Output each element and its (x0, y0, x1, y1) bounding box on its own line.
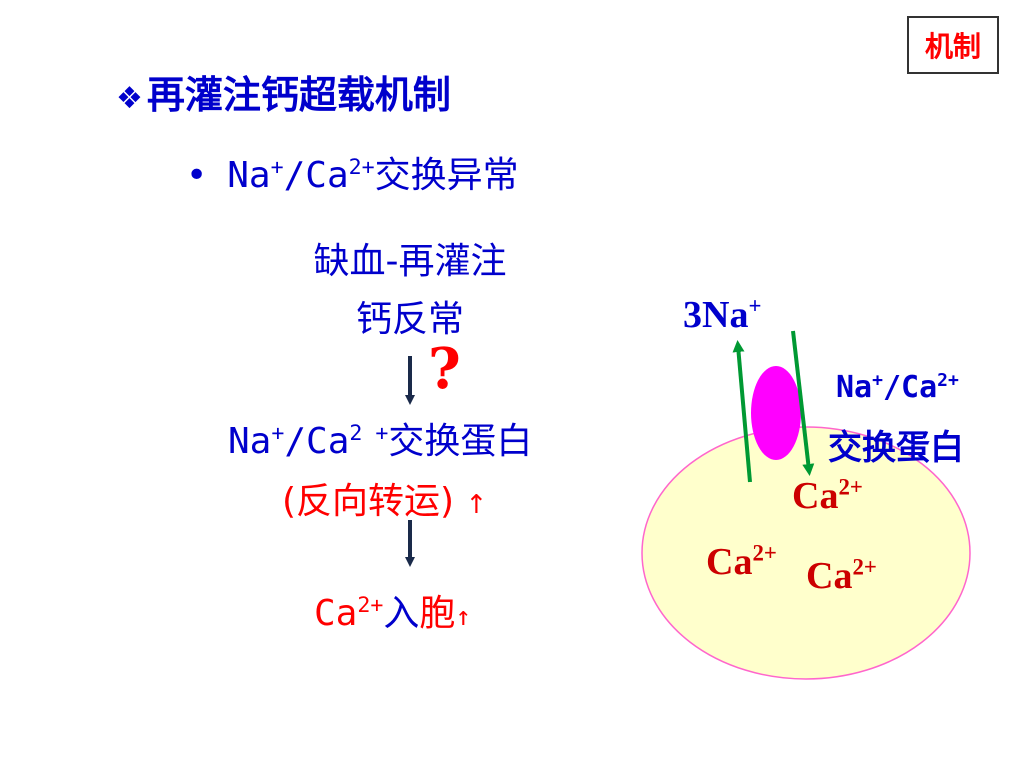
bullet-dot: • (186, 155, 208, 196)
ca-ion-sup: 2+ (838, 474, 863, 500)
three-na-text: 3Na (683, 294, 749, 336)
ca-ion-label: Ca2+ (806, 554, 877, 598)
ca-ion-sup: 2+ (752, 540, 777, 566)
up-arrow-icon: ↑ (465, 490, 488, 520)
influx-enter: 入 (383, 593, 420, 634)
exchanger-na-sup: + (271, 421, 285, 446)
subtitle-ca: /Ca (283, 155, 349, 196)
subtitle-bullet-line: • Na+/Ca2+交换异常 (186, 146, 519, 198)
ca-ion-text: Ca (792, 475, 839, 517)
exch-label-ca: /Ca (882, 370, 938, 405)
ca-ion-label: Ca2+ (706, 540, 777, 584)
flow-ischemia-line2: 钙反常 (355, 299, 464, 340)
exchanger-ca-sup: 2 + (349, 421, 389, 446)
exchanger-ca: /Ca (284, 421, 350, 462)
ca-influx-arrow (791, 330, 815, 476)
ca-ion-sup: 2+ (852, 554, 877, 580)
na-efflux-arrow (732, 340, 752, 483)
question-mark: ? (428, 336, 461, 402)
flow-ischemia-line1: 缺血-再灌注 (313, 241, 507, 282)
subtitle-na-sup: + (270, 155, 284, 180)
influx-cell: 胞 (419, 593, 456, 634)
exch-label-na-sup: + (872, 370, 883, 391)
exchanger-label-line2: 交换蛋白 (828, 428, 964, 468)
mechanism-badge: 机制 (907, 16, 999, 74)
exch-label-na: Na (836, 370, 873, 405)
subtitle-na: Na (227, 155, 271, 196)
flow-influx-line: Ca2+入胞↑ (314, 584, 471, 636)
exchanger-label-line1: Na+/Ca2+ (836, 370, 959, 405)
exchanger-na: Na (228, 421, 272, 462)
influx-ca: Ca (314, 593, 358, 634)
exchanger-rest: 交换蛋白 (388, 421, 533, 462)
exchanger-protein (751, 366, 801, 460)
ca-ion-text: Ca (806, 555, 853, 597)
ca-ion-text: Ca (706, 541, 753, 583)
ca-ion-label: Ca2+ (792, 474, 863, 518)
page-title-text: 再灌注钙超载机制 (146, 73, 451, 117)
three-na-label: 3Na+ (683, 293, 761, 337)
page-title: ❖再灌注钙超载机制 (116, 64, 451, 119)
flow-exchanger-line: Na+/Ca2 +交换蛋白 (228, 412, 532, 464)
three-na-sup: + (748, 293, 762, 319)
up-arrow-icon: ↑ (455, 602, 472, 632)
flow-reverse-line: (反向转运) ↑ (282, 472, 487, 524)
subtitle-ca-sup: 2+ (348, 155, 375, 180)
influx-ca-sup: 2+ (357, 593, 384, 618)
diamond-bullet-icon: ❖ (116, 81, 143, 116)
reverse-transport-text: (反向转运) (282, 481, 455, 522)
exch-label-ca-sup: 2+ (937, 370, 959, 391)
subtitle-rest: 交换异常 (374, 155, 519, 196)
